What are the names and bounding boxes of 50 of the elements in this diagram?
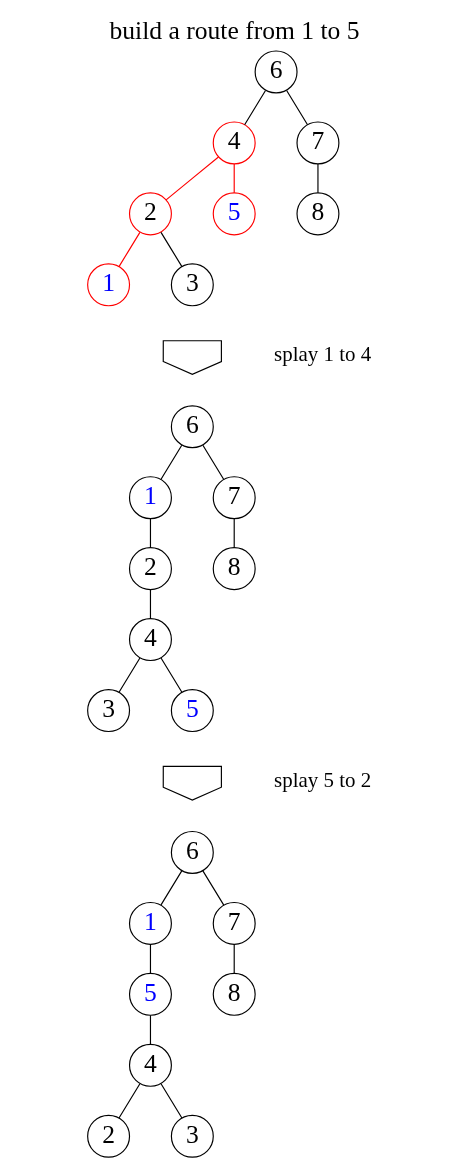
connector [317,163,319,194]
connector [149,589,152,619]
node-circle: 1 [87,263,131,307]
connector [286,89,309,126]
node-circle: 1 [128,476,172,520]
node-circle: 3 [170,263,214,307]
node-circle: 7 [212,901,256,945]
node-circle: 7 [212,476,256,520]
node-label: splay 1 to 4 [274,341,372,366]
node-circle: 4 [212,121,256,165]
connector [165,156,220,201]
connector [149,518,152,548]
node-circle: 3 [87,689,131,733]
connector [233,518,235,548]
connector [160,1083,183,1119]
node-circle: 7 [296,121,340,165]
connector [160,444,183,480]
node-circle: 6 [170,830,214,874]
diagram-title: build a route from 1 to 5 [109,15,360,45]
node-circle: 2 [87,1114,131,1158]
node-circle: 6 [254,50,298,94]
node-circle: 4 [128,1043,172,1087]
node-arrow [162,340,222,376]
connector [118,657,141,693]
node-circle: 4 [128,618,172,662]
node-circle: 2 [128,547,172,591]
connector [160,231,183,268]
connector [244,89,267,126]
node-circle: 8 [212,972,256,1016]
node-circle: 5 [128,972,172,1016]
node-circle: 3 [170,1114,214,1158]
connector [149,943,152,974]
connector [118,231,141,268]
node-circle: 5 [212,192,256,236]
node-label: splay 5 to 2 [274,767,372,792]
node-circle: 2 [128,192,172,236]
node-circle: 6 [170,405,214,449]
connector [202,870,225,906]
node-circle: 1 [128,901,172,945]
connector [160,870,183,906]
connector [160,657,183,693]
node-circle: 8 [296,192,340,236]
node-arrow [162,765,222,801]
connector [233,943,235,974]
connector [118,1083,141,1119]
connector [149,1014,152,1045]
node-circle: 8 [212,547,256,591]
connector [202,444,225,480]
node-circle: 5 [170,689,214,733]
connector [233,163,235,194]
